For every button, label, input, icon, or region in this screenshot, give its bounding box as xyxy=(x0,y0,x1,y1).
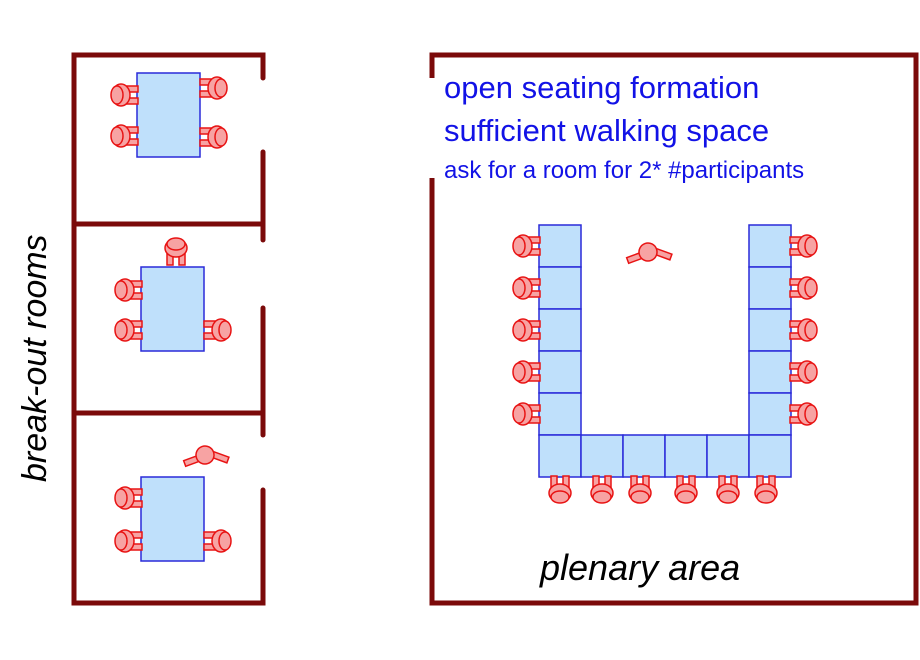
table-segment xyxy=(580,434,624,478)
breakout-table-2 xyxy=(140,266,205,352)
chair xyxy=(164,237,188,266)
chair xyxy=(114,278,143,302)
table-segment xyxy=(538,350,582,394)
table-segment xyxy=(538,224,582,268)
table-segment xyxy=(748,434,792,478)
table-segment xyxy=(748,266,792,310)
breakout-table-1 xyxy=(136,72,201,158)
person-icon xyxy=(182,445,230,468)
table-segment xyxy=(706,434,750,478)
chair xyxy=(512,276,541,300)
note-line-2: sufficient walking space xyxy=(444,113,769,148)
breakout-rooms-walls xyxy=(71,52,266,606)
table-segment xyxy=(538,392,582,436)
chair xyxy=(512,234,541,258)
table-segment xyxy=(622,434,666,478)
chair xyxy=(512,402,541,426)
chair xyxy=(789,360,818,384)
breakout-outer-wall xyxy=(71,52,266,606)
chair xyxy=(114,486,143,510)
breakout-rooms-label: break-out rooms xyxy=(16,234,54,482)
chair xyxy=(754,475,778,504)
table-segment xyxy=(538,266,582,310)
chair xyxy=(512,360,541,384)
table-segment xyxy=(538,308,582,352)
chair xyxy=(203,318,232,342)
chair xyxy=(789,402,818,426)
chair xyxy=(203,529,232,553)
chairs xyxy=(110,76,818,553)
chair xyxy=(114,318,143,342)
table-segment xyxy=(538,434,582,478)
table-segment xyxy=(748,308,792,352)
breakout-table-3 xyxy=(140,476,205,562)
chair xyxy=(548,475,572,504)
chair xyxy=(110,124,139,148)
chair xyxy=(716,475,740,504)
plenary-u-table xyxy=(538,224,792,478)
chair xyxy=(114,529,143,553)
table-segment xyxy=(748,224,792,268)
table-segment xyxy=(748,350,792,394)
chair xyxy=(789,318,818,342)
plenary-wall xyxy=(429,52,919,606)
chair xyxy=(628,475,652,504)
breakout-tables xyxy=(136,72,205,562)
plenary-area-label: plenary area xyxy=(539,547,740,588)
chair xyxy=(590,475,614,504)
chair xyxy=(110,83,139,107)
chair xyxy=(199,125,228,149)
chair xyxy=(789,276,818,300)
note-line-1: open seating formation xyxy=(444,70,759,105)
chair xyxy=(789,234,818,258)
table-segment xyxy=(664,434,708,478)
note-line-3: ask for a room for 2* #participants xyxy=(444,157,804,184)
chair xyxy=(674,475,698,504)
chair xyxy=(199,76,228,100)
chair xyxy=(512,318,541,342)
person-icon xyxy=(625,242,673,265)
table-segment xyxy=(748,392,792,436)
